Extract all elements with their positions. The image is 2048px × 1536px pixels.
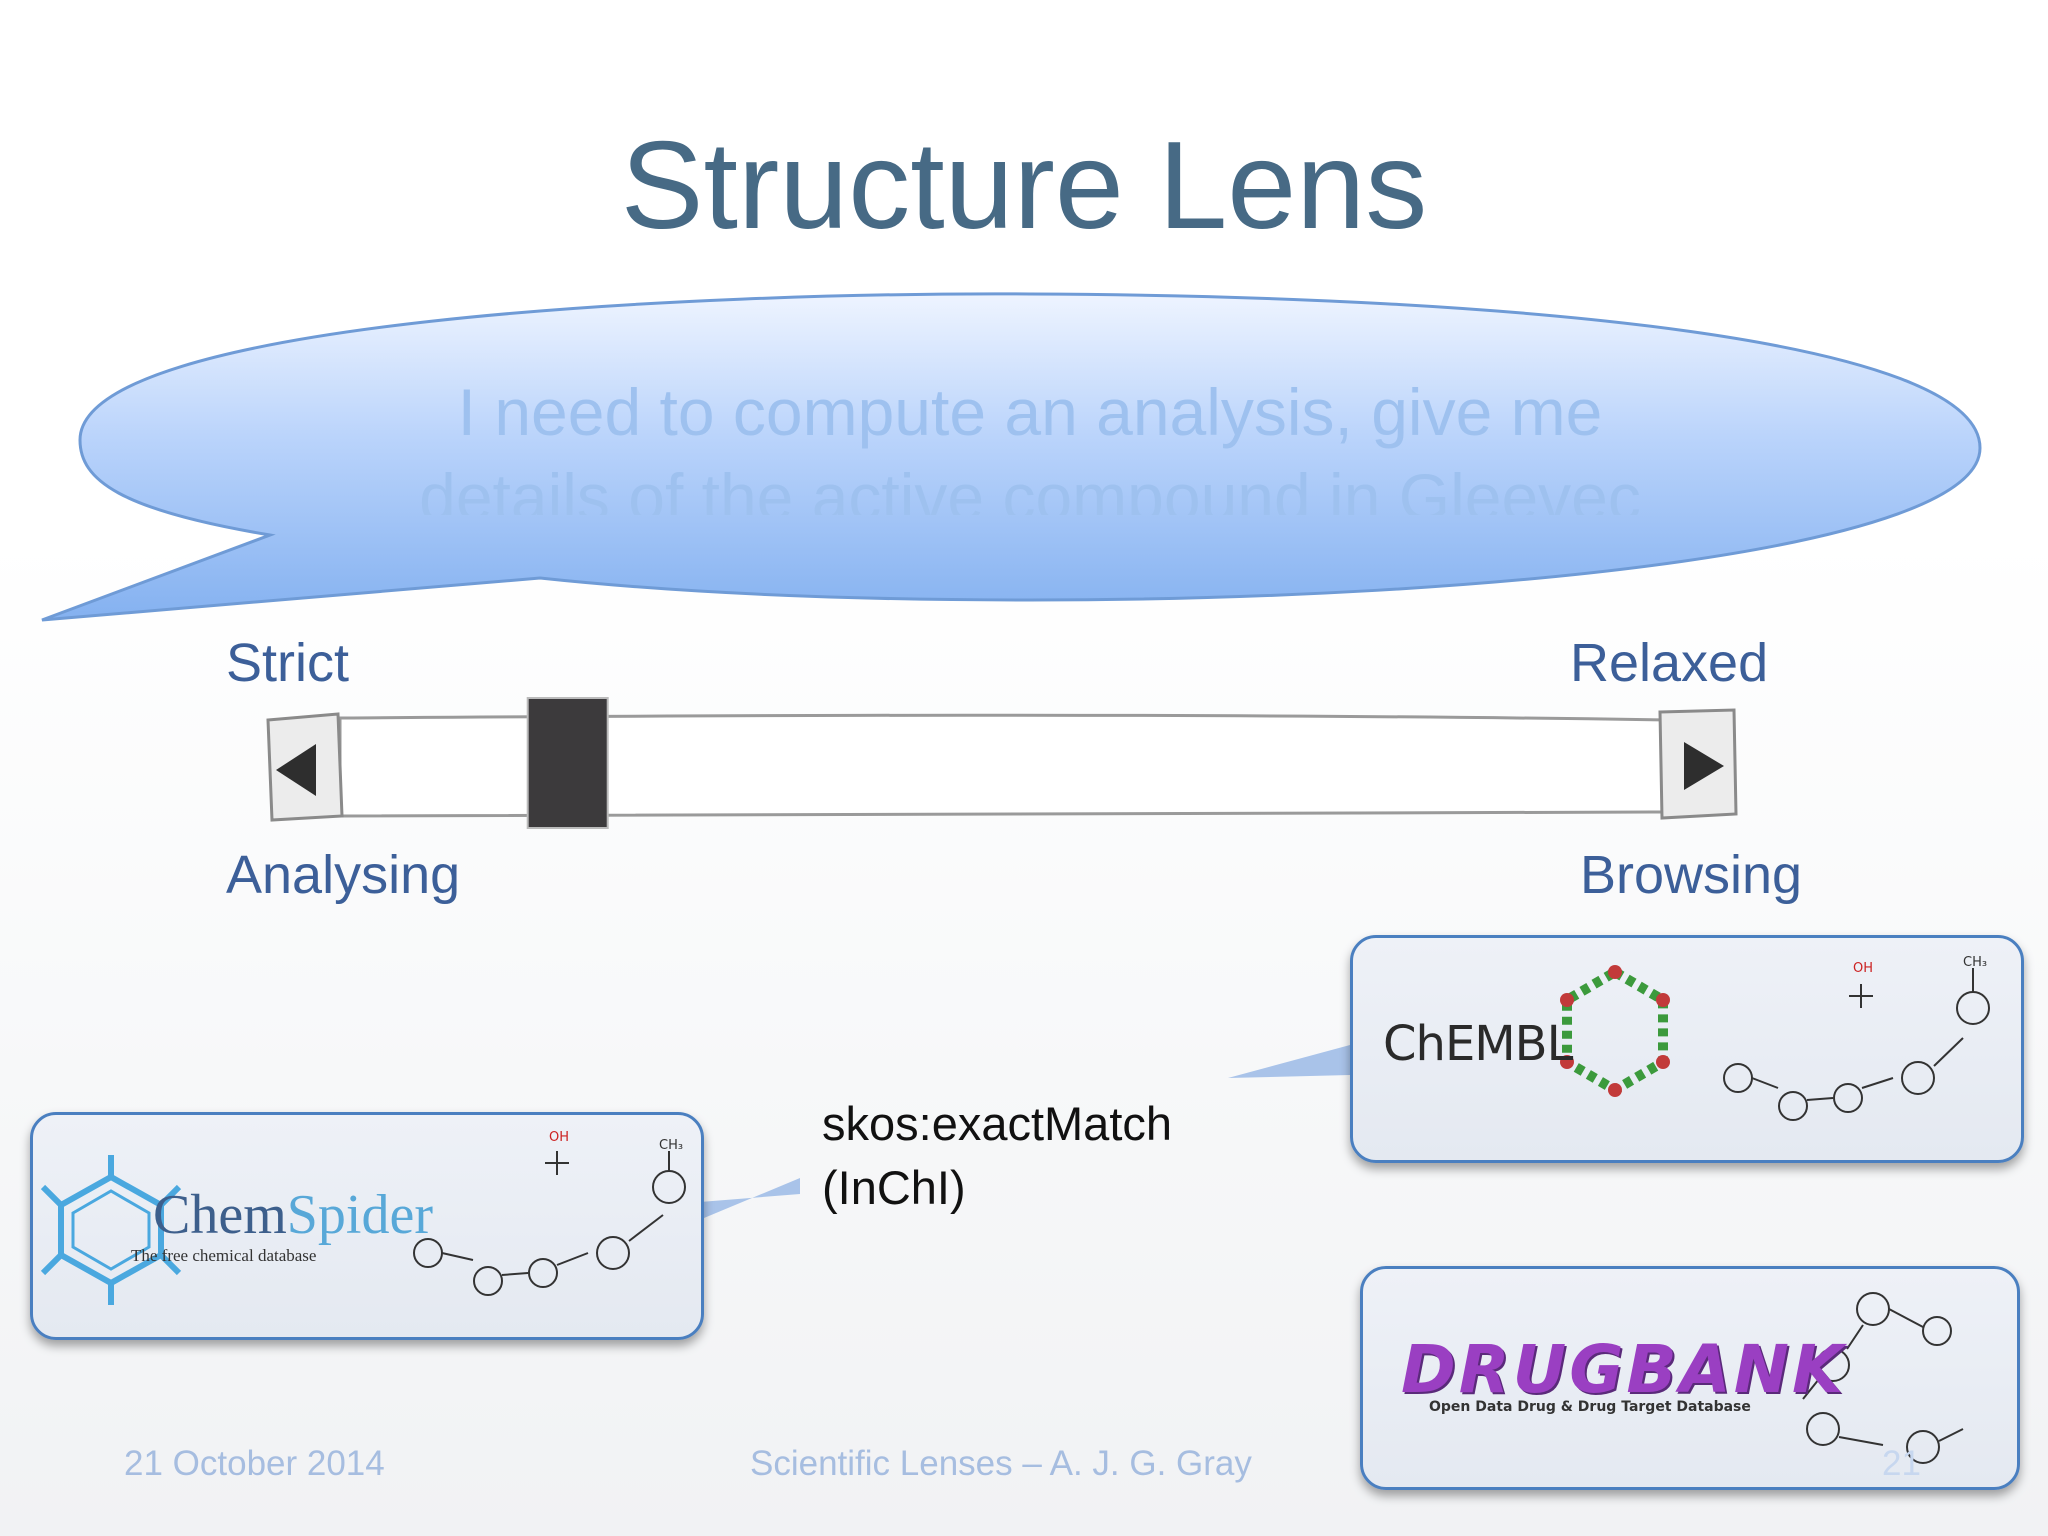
relaxed-label: Relaxed [1570, 633, 1769, 693]
drugbank-logo-text: DRUGBANK [1401, 1331, 1847, 1408]
chemspider-card: CH₃ OH ChemSpider The free chemical data… [30, 1112, 704, 1340]
chembl-graphics: CH₃ OH [1560, 955, 1990, 1121]
chemspider-logo-text: ChemSpider [153, 1183, 433, 1247]
strictness-slider[interactable] [250, 690, 1750, 850]
bubble-text-line2: details of the active compound in Gleeve… [419, 460, 1641, 515]
chemspider-tagline: The free chemical database [131, 1246, 317, 1265]
relation-label-line2: (InChI) [822, 1161, 966, 1214]
slide-title: Structure Lens [620, 117, 1428, 255]
speech-bubble [41, 292, 1982, 622]
triangle-right-icon [1684, 742, 1724, 790]
chembl-hexagon-logo-icon [1560, 965, 1670, 1097]
chembl-logo-text: ChEMBL [1383, 1016, 1573, 1072]
chemspider-name-part2: Spider [286, 1184, 433, 1246]
relation-label: skos:exactMatch (InChI) [822, 1092, 1172, 1220]
svg-text:OH: OH [549, 1130, 569, 1145]
spider-logo-icon [40, 1155, 182, 1305]
analysing-label: Analysing [226, 845, 461, 905]
footer-author: Scientific Lenses – A. J. G. Gray [750, 1444, 1252, 1483]
footer-date: 21 October 2014 [124, 1444, 385, 1483]
scroll-right-button[interactable] [1658, 708, 1738, 820]
svg-text:CH₃: CH₃ [659, 1138, 683, 1153]
browsing-label: Browsing [1580, 845, 1803, 905]
gleevec-structure-icon [1723, 968, 1990, 1121]
page-number: 21 [1882, 1444, 1921, 1483]
slider-thumb[interactable] [526, 697, 609, 829]
triangle-left-icon [276, 744, 316, 796]
svg-text:OH: OH [1853, 961, 1873, 976]
scroll-left-button[interactable] [266, 712, 344, 822]
drugbank-graphics [1802, 1292, 1964, 1464]
gleevec-structure-icon [413, 1151, 686, 1296]
svg-text:CH₃: CH₃ [1963, 955, 1987, 970]
drugbank-card: DRUGBANK Open Data Drug & Drug Target Da… [1360, 1266, 2020, 1490]
chembl-card: CH₃ OH ChEMBL [1350, 935, 2024, 1163]
gleevec-structure-icon [1802, 1292, 1964, 1464]
relation-label-line1: skos:exactMatch [822, 1097, 1173, 1150]
strict-label: Strict [226, 633, 350, 693]
chemspider-graphics: CH₃ OH [40, 1130, 686, 1305]
chemspider-name-part1: Chem [153, 1184, 287, 1246]
drugbank-tagline: Open Data Drug & Drug Target Database [1429, 1399, 1751, 1415]
bubble-text-line1: I need to compute an analysis, give me [457, 375, 1603, 449]
